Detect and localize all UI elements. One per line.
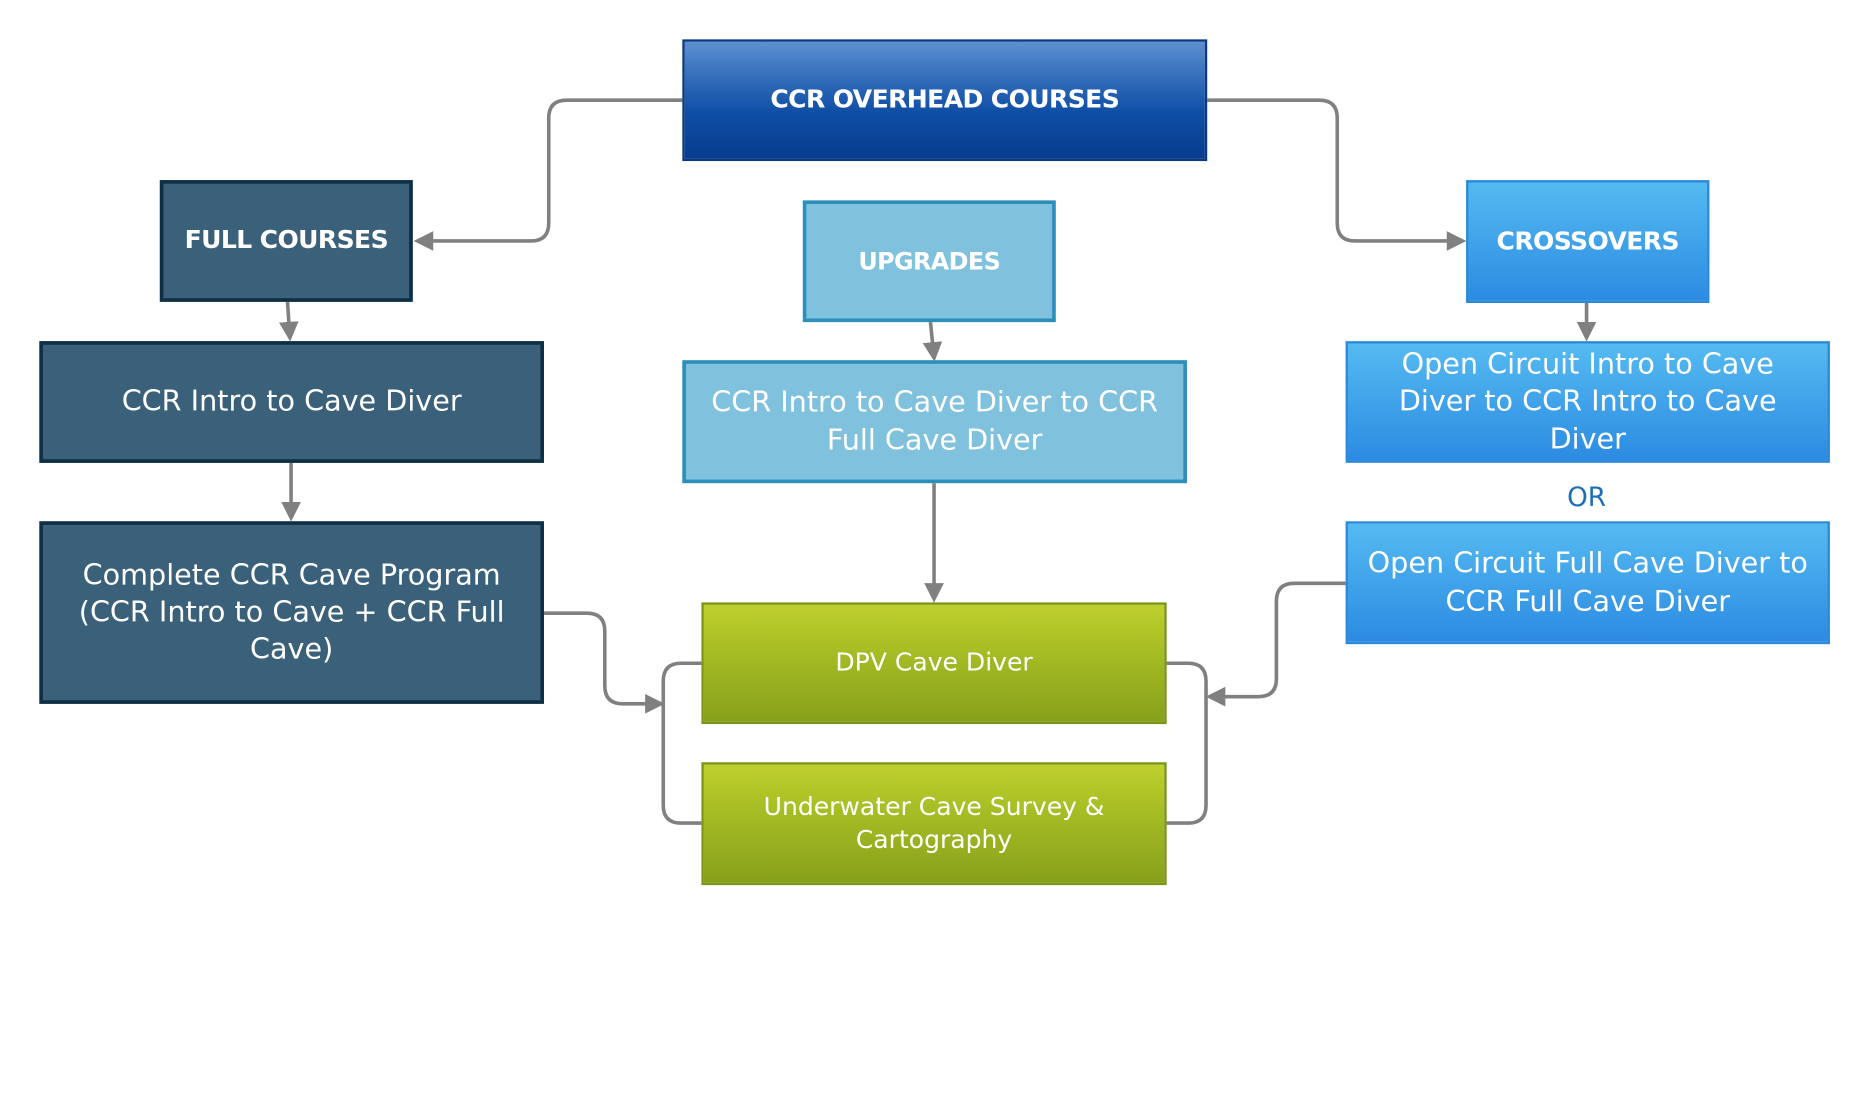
full-courses-heading-node: FULL COURSES — [159, 180, 413, 302]
ccr-intro-to-cave-node: CCR Intro to Cave Diver — [39, 341, 544, 463]
connector-upgrades-to-item — [922, 321, 943, 362]
connector-root-to-crossovers — [1207, 98, 1467, 251]
bracket-right-specialties — [1166, 661, 1208, 825]
connector-layer — [279, 98, 1597, 825]
cave-survey-cartography-label: Underwater Cave Survey & Cartography — [763, 792, 1105, 854]
connector-complete-to-specialties — [543, 611, 665, 714]
crossover-full-label: Open Circuit Full Cave Diver to CCR Full… — [1367, 546, 1808, 618]
crossovers-heading-node: CROSSOVERS — [1466, 180, 1710, 303]
crossover-intro-label: Open Circuit Intro to Cave Diver to CCR … — [1398, 347, 1777, 456]
upgrades-heading-node: UPGRADES — [802, 200, 1056, 323]
root-label: CCR OVERHEAD COURSES — [770, 85, 1120, 114]
crossover-intro-node: Open Circuit Intro to Cave Diver to CCR … — [1345, 341, 1830, 463]
full-courses-heading: FULL COURSES — [184, 225, 389, 255]
connector-root-to-full — [413, 98, 683, 251]
crossovers-heading: CROSSOVERS — [1496, 226, 1680, 256]
upgrades-heading: UPGRADES — [858, 246, 1001, 276]
or-separator: OR — [1567, 483, 1606, 513]
bracket-left-specialties — [661, 661, 702, 825]
cave-survey-cartography-node: Underwater Cave Survey & Cartography — [701, 762, 1167, 886]
ccr-intro-to-cave-label: CCR Intro to Cave Diver — [121, 384, 462, 418]
dpv-cave-diver-node: DPV Cave Diver — [701, 602, 1167, 725]
crossover-full-node: Open Circuit Full Cave Diver to CCR Full… — [1345, 521, 1830, 645]
upgrade-intro-to-full-node: CCR Intro to Cave Diver to CCR Full Cave… — [682, 360, 1187, 484]
root-node: CCR OVERHEAD COURSES — [682, 39, 1208, 162]
connector-full-to-intro — [279, 301, 299, 342]
dpv-cave-diver-label: DPV Cave Diver — [835, 648, 1033, 677]
connector-crossover2-to-specialties — [1205, 581, 1346, 707]
complete-ccr-cave-program-node: Complete CCR Cave Program (CCR Intro to … — [39, 521, 544, 704]
complete-ccr-cave-program-label: Complete CCR Cave Program (CCR Intro to … — [78, 557, 505, 666]
upgrade-intro-to-full-label: CCR Intro to Cave Diver to CCR Full Cave… — [711, 385, 1158, 457]
